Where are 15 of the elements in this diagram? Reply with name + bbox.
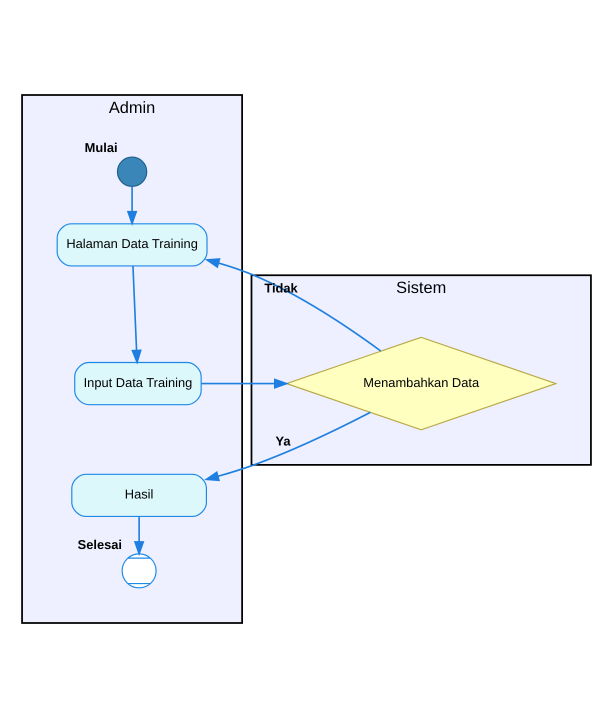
node-box: Halaman Data Training: [56, 223, 208, 267]
arrow: [131, 266, 142, 365]
arrow: [204, 412, 371, 482]
arrow: [126, 186, 138, 226]
node-diamond: Menambahkan Data: [284, 336, 558, 430]
arrow: [204, 258, 382, 352]
node-box: Input Data Training: [74, 362, 202, 406]
edge-label: Ya: [275, 433, 290, 448]
arrow: [202, 378, 289, 389]
node-circle: [122, 553, 157, 588]
node-circle: [116, 156, 148, 187]
node-label: Selesai: [78, 536, 122, 552]
arrow: [134, 516, 144, 556]
node-label: Mulai: [84, 140, 118, 156]
node-box: Hasil: [71, 474, 207, 518]
